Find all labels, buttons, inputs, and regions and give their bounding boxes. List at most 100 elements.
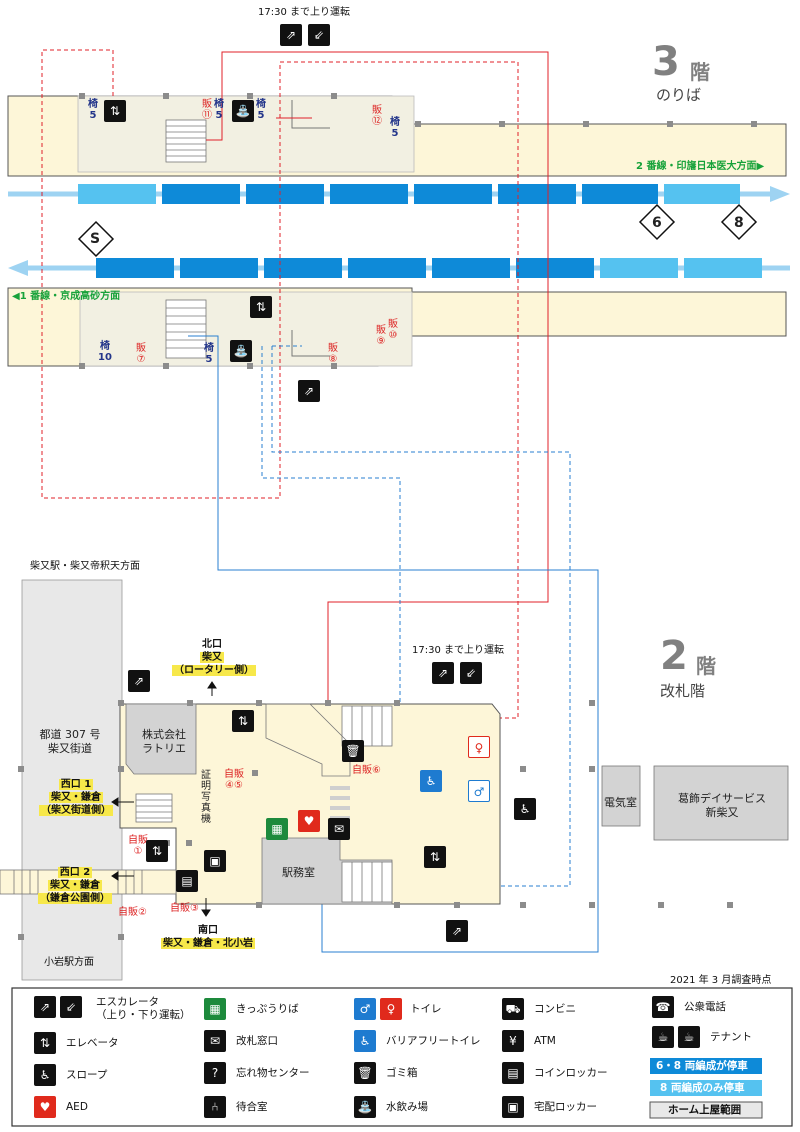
elevator-shaft-2f xyxy=(265,703,351,777)
elevator-icon: ⇅ xyxy=(146,840,168,862)
floor2-suffix: 階 xyxy=(696,654,716,678)
legend-barrier-free-toilet: バリアフリートイレ xyxy=(386,1035,481,1047)
delivery-locker-icon: ▣ xyxy=(502,1096,524,1118)
electric-room-label: 電気室 xyxy=(604,796,637,809)
latorie-room xyxy=(125,703,197,775)
floor2-escalator-note: 17:30 まで上り運転 xyxy=(412,645,504,656)
toilet-male-icon: ♂ xyxy=(468,780,490,802)
escalator-landing-3f-upper xyxy=(291,100,330,129)
survey-note: 2021 年 3 月調査時点 xyxy=(670,975,772,986)
day-service-room xyxy=(653,765,789,841)
toilet-female-icon: ♀ xyxy=(380,998,402,1020)
legend-coin-locker: コインロッカー xyxy=(534,1067,608,1079)
legend-convenience: コンビニ xyxy=(534,1003,576,1015)
escalator-up-icon: ⇗ xyxy=(446,920,468,942)
legend-aed: AED xyxy=(66,1101,88,1113)
vending-2-label: 自販② xyxy=(118,907,147,918)
tenant-icon: ☕ xyxy=(652,1026,674,1048)
barrier-free-toilet-icon: ♿ xyxy=(420,770,442,792)
trash-icon: 🗑 xyxy=(342,740,364,762)
legend-ticket: きっぷうりば xyxy=(236,1003,299,1015)
escalator-down-icon: ⇙ xyxy=(60,996,82,1018)
legend-escalator: エスカレータ（上り・下り運転） xyxy=(96,996,191,1021)
latorie-label: 株式会社ラトリエ xyxy=(142,728,186,755)
escalator-up-icon: ⇗ xyxy=(432,662,454,684)
legend-stop-6-8: 6・8 両編成が停車 xyxy=(656,1060,748,1072)
toilet-male-icon: ♂ xyxy=(354,998,376,1020)
day-service-label: 葛飾デイサービス新柴又 xyxy=(678,792,766,819)
legend-atm: ATM xyxy=(534,1035,556,1047)
legend-ticket-window: 改札窓口 xyxy=(236,1035,278,1047)
track-2-arrow xyxy=(770,186,790,202)
station-office-label: 駅務室 xyxy=(282,866,315,879)
floor3-number: 3 xyxy=(652,39,680,85)
platform1-label: ◀1 番線・京成高砂方面 xyxy=(12,291,121,302)
platform-1-columns xyxy=(79,363,337,369)
stairs-3f-lower xyxy=(165,299,207,359)
lost-found-icon: ? xyxy=(204,1062,226,1084)
stop-marker-8-label: 8 xyxy=(734,215,744,231)
legend-tenant: テナント xyxy=(710,1031,752,1043)
trash-icon: 🗑 xyxy=(354,1062,376,1084)
legend-toilet: トイレ xyxy=(410,1003,442,1015)
stop-marker-6 xyxy=(638,203,676,241)
stop-marker-6-label: 6 xyxy=(652,215,662,231)
floor2-number: 2 xyxy=(660,633,688,679)
escalator-up-icon: ⇗ xyxy=(128,670,150,692)
platform-2-columns xyxy=(79,93,757,127)
stop-marker-s-label: S xyxy=(90,231,101,247)
platform2-label: 2 番線・印旛日本医大方面▶ xyxy=(636,161,765,172)
convenience-store-icon: ⛟ xyxy=(502,998,524,1020)
toilet-female-icon: ♀ xyxy=(468,736,490,758)
direction-bottom: 小岩駅方面 xyxy=(44,957,94,968)
coin-locker-icon: ▤ xyxy=(502,1062,524,1084)
elevator-icon: ⇅ xyxy=(232,710,254,732)
route-blue-dashed xyxy=(261,345,571,887)
exit-arrows xyxy=(111,681,217,917)
legend-delivery-locker: 宅配ロッカー xyxy=(534,1101,597,1113)
west2-stairs xyxy=(13,870,143,894)
elevator-icon: ⇅ xyxy=(424,846,446,868)
photo-booth-label: 証明写真機 xyxy=(201,770,211,825)
slope-icon: ♿ xyxy=(514,798,536,820)
road-label: 都道 307 号柴又街道 xyxy=(39,728,101,755)
tenant-icon: ☕ xyxy=(678,1026,700,1048)
ticket-window-icon: ✉ xyxy=(204,1030,226,1052)
drinking-water-icon: ⛲ xyxy=(354,1096,376,1118)
west1-stairs xyxy=(135,793,173,823)
legend-water: 水飲み場 xyxy=(386,1101,428,1113)
drinking-water-icon: ⛲ xyxy=(232,100,254,122)
escalator-down-icon: ⇙ xyxy=(460,662,482,684)
floor2-subtitle: 改札階 xyxy=(660,682,706,700)
legend-phone: 公衆電話 xyxy=(684,1001,726,1013)
ticket-window-icon: ✉ xyxy=(328,818,350,840)
escalator-up-icon: ⇗ xyxy=(298,380,320,402)
elevator-icon: ⇅ xyxy=(250,296,272,318)
legend-trash: ゴミ箱 xyxy=(386,1067,418,1079)
concourse-columns xyxy=(18,700,733,940)
legend-stop-6-8-swatch xyxy=(650,1058,762,1074)
stop-marker-s xyxy=(77,220,115,258)
barrier-free-toilet-icon: ♿ xyxy=(354,1030,376,1052)
floor3-suffix: 階 xyxy=(690,60,710,84)
escalator-down-icon: ⇙ xyxy=(308,24,330,46)
legend-stop-8: 8 両編成のみ停車 xyxy=(660,1082,745,1094)
exit-north: 北口柴又（ロータリー側） xyxy=(172,639,256,676)
elevator-icon: ⇅ xyxy=(34,1032,56,1054)
legend-elevator: エレベータ xyxy=(66,1037,119,1049)
